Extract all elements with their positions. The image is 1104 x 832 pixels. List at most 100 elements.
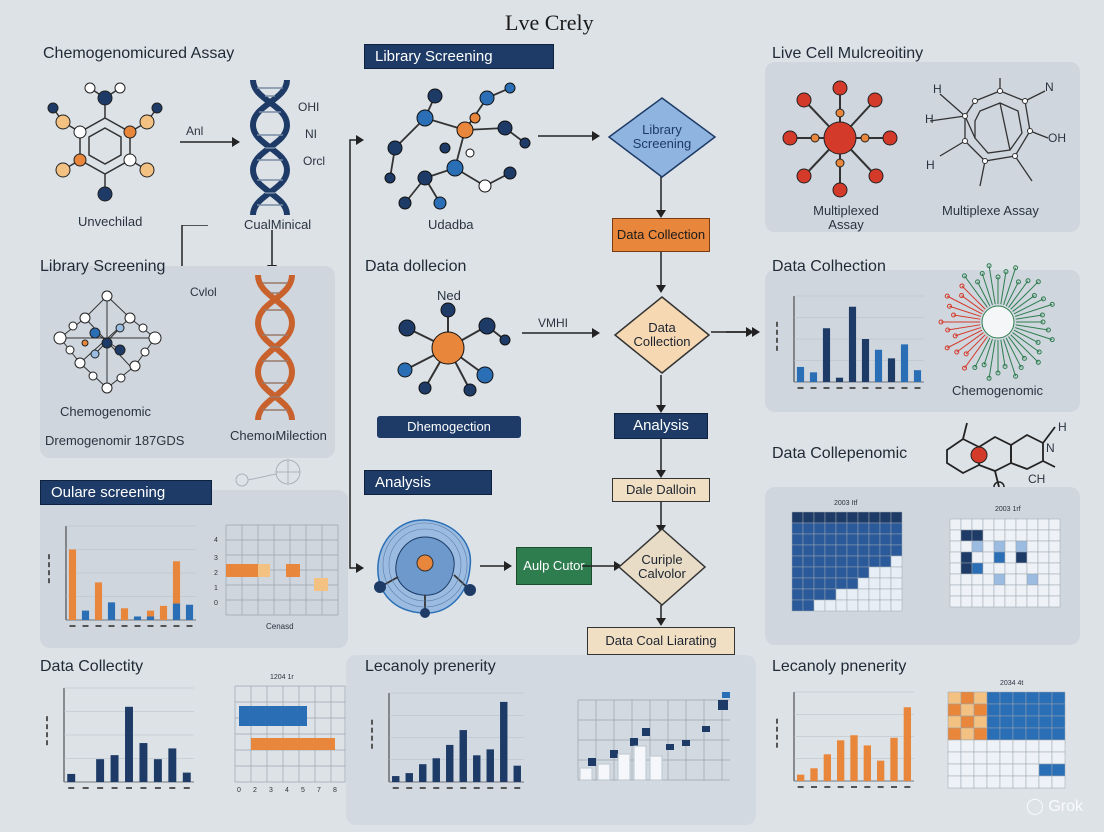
bar (172, 603, 181, 620)
heat-cell (960, 739, 975, 753)
section-title-library-screening: Library Screening (40, 258, 166, 275)
heat-cell (1015, 573, 1028, 586)
network-spoke (1012, 295, 1035, 312)
label-dhemogection: Dhemogection (377, 416, 521, 438)
heat-cell (947, 751, 962, 765)
x-tick-mark (891, 786, 897, 788)
section-title-lecanoly-pnenerity: Lecanoly pnenerity (772, 658, 907, 675)
network-spoke (988, 339, 996, 379)
y-label-mark (776, 726, 778, 732)
network-spoke (964, 275, 988, 308)
network-node (1049, 337, 1055, 343)
heat-cell (971, 551, 984, 564)
bar (419, 764, 427, 782)
y-label-mark (776, 329, 778, 335)
heat-cell (835, 577, 848, 590)
network-spoke (961, 295, 984, 312)
heat-cell (960, 763, 975, 777)
network-spoke (965, 334, 986, 355)
heat-cell (949, 595, 962, 608)
x-tick-mark (500, 787, 507, 789)
heat-cell (879, 544, 892, 557)
heat-cell (1026, 529, 1039, 542)
heat-cell (791, 544, 804, 557)
arrow1-label: Anl (186, 124, 204, 138)
heat-cell (971, 518, 984, 531)
bar (120, 608, 129, 620)
heat-cell (868, 511, 881, 524)
network-spoke (956, 332, 984, 353)
bar (850, 735, 858, 781)
heat-cell (813, 544, 826, 557)
network-node (938, 319, 944, 325)
heat-cell (1051, 727, 1066, 741)
diamond-curiple-calvolor (617, 527, 707, 607)
network-spoke (1013, 298, 1044, 315)
heat-cell (868, 533, 881, 546)
heat-cell (846, 599, 859, 612)
heat-cell (890, 566, 903, 579)
arrow-right-icon (726, 327, 760, 337)
heat-cell (1025, 691, 1040, 705)
heat-cell (1051, 751, 1066, 765)
bar (473, 755, 481, 782)
y-label-mark (46, 732, 48, 738)
heat-cell (971, 540, 984, 553)
section-title-lecanoly-prenerity: Lecanoly prenerity (365, 658, 496, 675)
y-label-mark (371, 727, 373, 733)
y-label-mark (46, 740, 48, 746)
bar (146, 610, 155, 620)
heat-cell (879, 522, 892, 535)
heat-cell (960, 551, 973, 564)
heat-cell (813, 588, 826, 601)
heat-cell (1004, 529, 1017, 542)
heat-cell (813, 511, 826, 524)
svg-text:0: 0 (214, 600, 218, 607)
network-node (944, 345, 950, 351)
heat-cell (791, 577, 804, 590)
heat-cell (1037, 573, 1050, 586)
heat-cell (857, 566, 870, 579)
heat-cell (879, 511, 892, 524)
network-node (961, 365, 967, 371)
heat-cell (890, 588, 903, 601)
heat-cell (824, 599, 837, 612)
heat-cell (1038, 739, 1053, 753)
heat-cell (960, 703, 975, 717)
network-node (1003, 269, 1009, 275)
network-spoke (1012, 332, 1040, 353)
heat-cell (986, 739, 1001, 753)
heat-cell (993, 595, 1006, 608)
heatmap-3 (947, 691, 1066, 789)
data-colhection-panel (765, 270, 1080, 412)
heat-cell (947, 727, 962, 741)
heat-cell (890, 555, 903, 568)
x-tick-mark (487, 787, 494, 789)
heat-cell (986, 727, 1001, 741)
arrow-right-icon (582, 561, 622, 571)
heat-cell (1026, 540, 1039, 553)
live-cell-panel (765, 62, 1080, 232)
heat-cell (857, 599, 870, 612)
heat-cell (973, 691, 988, 705)
heat-cell (960, 518, 973, 531)
network-spoke (1014, 303, 1053, 317)
bar (432, 758, 440, 782)
heat-cell (890, 544, 903, 557)
heat-cell (1012, 727, 1027, 741)
network-node (1039, 312, 1045, 318)
oulare-grid-caption: Cenasd (266, 622, 294, 631)
heat-cell (973, 751, 988, 765)
heat-cell (1037, 551, 1050, 564)
heat-cell (947, 715, 962, 729)
heat-cell (868, 577, 881, 590)
bar (874, 349, 883, 382)
heat-cell (791, 533, 804, 546)
bar (810, 768, 818, 781)
network-node (1035, 339, 1041, 345)
heat-cell (791, 555, 804, 568)
heat-cell (1038, 703, 1053, 717)
heat-cell (1004, 584, 1017, 597)
heat-cell (835, 566, 848, 579)
heat-cell (982, 551, 995, 564)
